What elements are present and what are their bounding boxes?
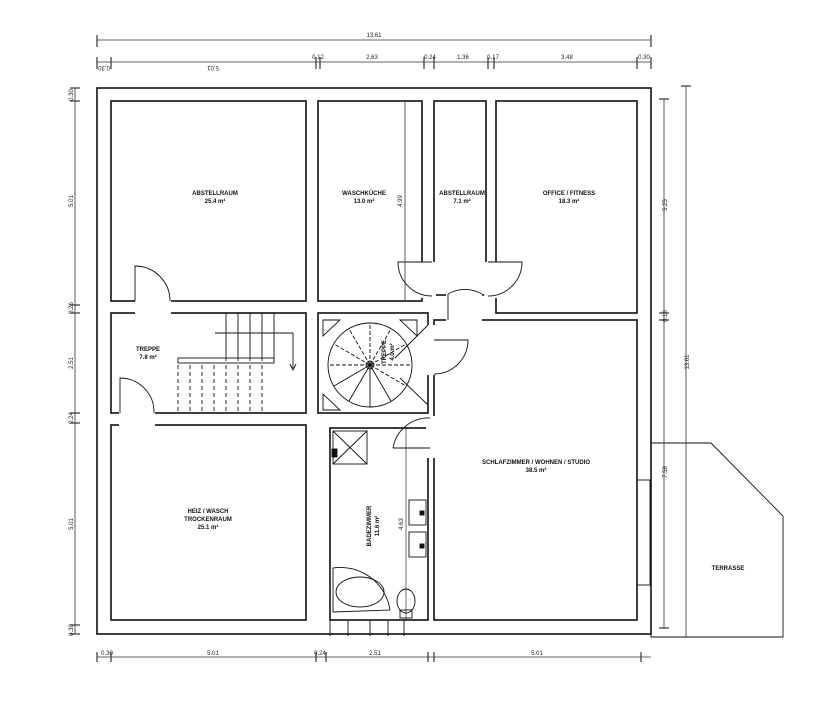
- dim-right-2: 7.58: [663, 466, 669, 478]
- door-waschkueche: [397, 261, 433, 297]
- abstellraum-large-area: 25.4 m²: [205, 198, 226, 205]
- room-badezimmer: [329, 427, 429, 621]
- room-office: [495, 100, 638, 314]
- schlafzimmer-area: 38.5 m²: [526, 467, 547, 474]
- waschkueche-area: 13.0 m²: [354, 198, 375, 205]
- room-heiz: [110, 424, 307, 621]
- dim-top-1: 5.01: [207, 64, 219, 70]
- spiral-stair-label: TREPPE: [382, 340, 388, 364]
- dim-top-0: 0.30: [98, 64, 110, 70]
- dimension-lines: [70, 35, 691, 662]
- terrace-label: TERRASSE: [712, 566, 745, 572]
- spiral-stair-area: 4.0 m²: [389, 343, 396, 360]
- door-bad: [392, 417, 431, 449]
- shower: [332, 430, 368, 465]
- schlafzimmer-label: SCHLAFZIMMER / WOHNEN / STUDIO: [482, 460, 590, 466]
- heiz-label-2: TROCKENRAUM: [184, 517, 232, 523]
- heiz-area: 25.1 m²: [198, 524, 219, 531]
- office-area: 18.3 m²: [559, 198, 580, 205]
- dim-bottom-2: 0.24: [314, 651, 326, 657]
- abstellraum-small-label: ABSTELLRAUM: [439, 191, 485, 197]
- terrace-outline: [650, 442, 784, 638]
- sink-1: [408, 499, 427, 526]
- bathroom-area: 11.6 m²: [374, 516, 381, 536]
- spiral-stair: [322, 319, 429, 411]
- bathroom-fixtures: [329, 428, 427, 636]
- dim-top-3: 2.63: [366, 55, 378, 61]
- dim-top-5: 1.36: [457, 55, 469, 61]
- waschkueche-dim: 4.99: [398, 195, 404, 207]
- dim-left-1: 5.01: [69, 195, 75, 207]
- dim-left-3: 2.51: [69, 357, 75, 369]
- door-schlafzimmer: [447, 288, 483, 320]
- straight-stair: [177, 313, 297, 413]
- bathroom-label: BADEZIMMER: [367, 505, 373, 546]
- dim-top-7: 3.48: [561, 55, 573, 61]
- dim-top-4: 0.24: [424, 55, 436, 61]
- waschkueche-label: WASCHKÜCHE: [342, 190, 386, 197]
- dim-right-0: 5.25: [663, 199, 669, 211]
- dim-bottom-4: 5.01: [531, 651, 543, 657]
- abstellraum-small-area: 7.1 m²: [453, 198, 470, 205]
- abstellraum-large-label: ABSTELLRAUM: [192, 191, 238, 197]
- dim-right-1: 0.16: [663, 310, 669, 322]
- dim-left-4: 0.24: [69, 412, 75, 424]
- dim-top-6: 0.17: [487, 55, 499, 61]
- dim-left-5: 5.01: [69, 518, 75, 530]
- dim-bottom-0: 0.30: [101, 651, 113, 657]
- dim-top-8: 0.30: [638, 55, 650, 61]
- office-label: OFFICE / FITNESS: [543, 191, 595, 197]
- treppe-area: 7.8 m²: [139, 354, 156, 361]
- door-abstellraum: [134, 265, 171, 302]
- door-heiz: [119, 377, 155, 414]
- dim-left-2: 0.26: [69, 302, 75, 314]
- room-abstellraum-small: [433, 100, 487, 296]
- bathtub: [332, 567, 391, 613]
- window-schlafzimmer: [636, 479, 651, 586]
- treppe-label: TREPPE: [136, 347, 160, 353]
- dim-top-2: 0.12: [312, 55, 324, 61]
- dim-left-6: 0.30: [69, 624, 75, 636]
- doors: [119, 261, 523, 449]
- bathroom-dim: 4.63: [399, 518, 405, 530]
- room-abstellraum-large: [110, 100, 307, 302]
- dim-bottom-1: 5.01: [207, 651, 219, 657]
- door-spiral: [433, 339, 469, 375]
- door-abstellraum-small: [487, 261, 523, 297]
- room-schlafzimmer: [433, 319, 638, 621]
- dim-top-total: 13.61: [366, 33, 382, 39]
- dim-left-0: 0.30: [69, 89, 75, 101]
- sink-2: [408, 531, 427, 558]
- heiz-label-1: HEIZ / WASCH: [187, 509, 228, 515]
- dim-right-total: 13.61: [685, 354, 691, 370]
- dim-bottom-3: 2.51: [369, 651, 381, 657]
